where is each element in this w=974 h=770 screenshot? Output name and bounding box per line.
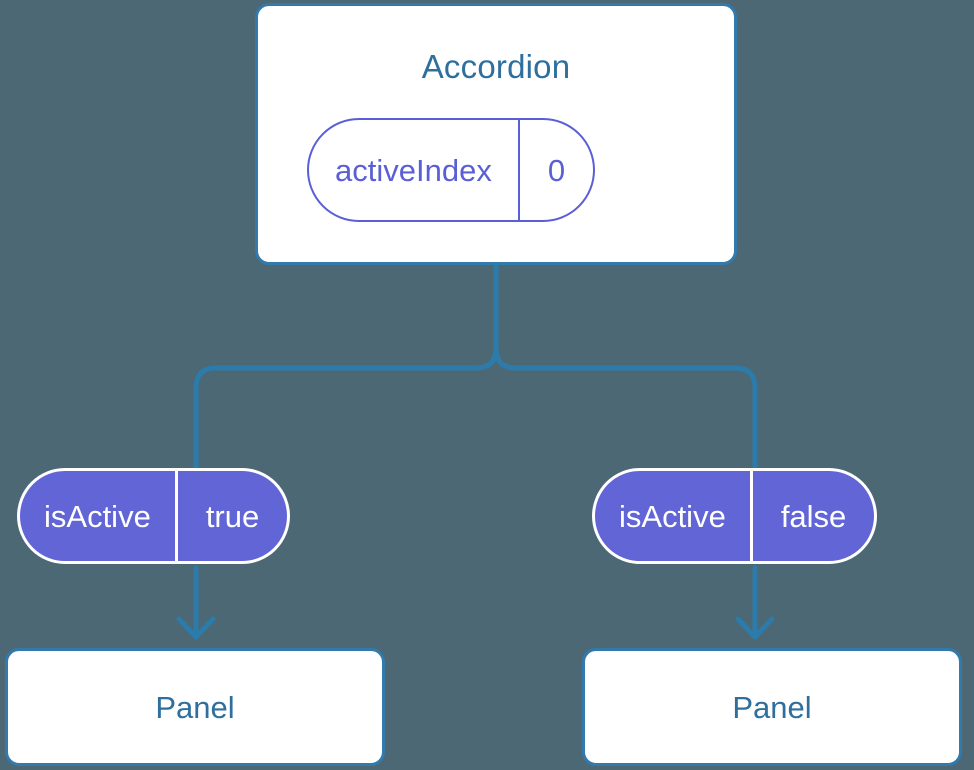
arrow-left-pill-to-panel bbox=[176, 565, 216, 640]
arrow-right-pill-to-panel bbox=[735, 565, 775, 640]
state-pill-value: 0 bbox=[517, 120, 593, 220]
component-node-panel-left[interactable]: Panel bbox=[5, 648, 385, 766]
state-pill-activeindex[interactable]: activeIndex 0 bbox=[307, 118, 596, 222]
component-title-panel-left: Panel bbox=[155, 689, 235, 725]
component-node-panel-right[interactable]: Panel bbox=[582, 648, 962, 766]
prop-pill-value: false bbox=[749, 471, 874, 561]
component-title-panel-right: Panel bbox=[732, 689, 812, 725]
tree-fork-connector-right bbox=[493, 263, 758, 473]
prop-pill-key: isActive bbox=[44, 498, 151, 534]
prop-pill-isactive-right[interactable]: isActive false bbox=[592, 468, 878, 564]
tree-fork-connector bbox=[193, 263, 499, 473]
prop-pill-isactive-left[interactable]: isActive true bbox=[17, 468, 291, 564]
component-title-accordion: Accordion bbox=[421, 48, 571, 85]
prop-pill-value: true bbox=[174, 471, 287, 561]
prop-pill-key: isActive bbox=[619, 498, 726, 534]
state-pill-key: activeIndex bbox=[335, 152, 492, 188]
